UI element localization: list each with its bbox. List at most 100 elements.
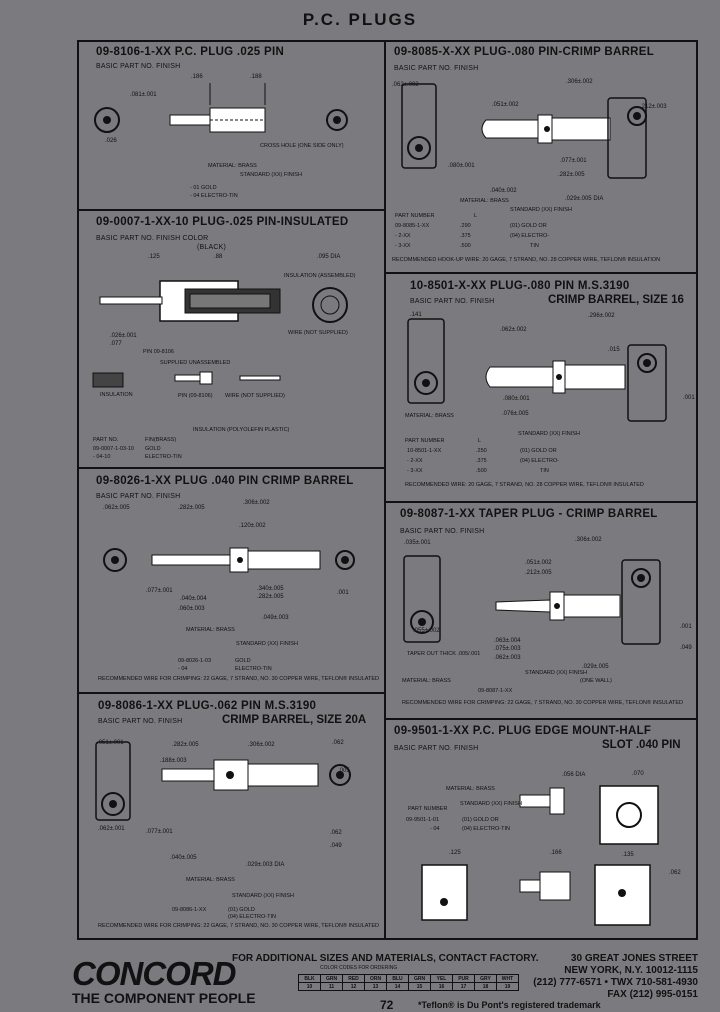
wire-note: RECOMMENDED WIRE: 20 GAGE, 7 STRAND, NO.… bbox=[405, 482, 644, 488]
label: TIN bbox=[540, 468, 549, 474]
label: MATERIAL: BRASS bbox=[402, 678, 451, 684]
basic-part-label: BASIC PART NO. FINISH bbox=[394, 745, 479, 752]
dim-label: .282±.005 bbox=[178, 505, 205, 511]
color-name: BLU bbox=[386, 974, 409, 983]
color-code-table: BLK GRN RED ORN BLU GRN YEL PUR GRY WHT … bbox=[298, 974, 519, 991]
dim-label: .306±.002 bbox=[566, 79, 593, 85]
dim-label: .095 DIA bbox=[317, 254, 341, 260]
dim-label: .062 bbox=[332, 740, 344, 746]
label: WIRE (NOT SUPPLIED) bbox=[288, 330, 348, 336]
dim-label: .166 bbox=[550, 850, 562, 856]
panel-title: 09-8026-1-XX PLUG .040 PIN CRIMP BARREL bbox=[96, 475, 354, 487]
label: L bbox=[474, 213, 478, 219]
label: INSULATION (ASSEMBLED) bbox=[284, 273, 356, 279]
wire-note: RECOMMENDED WIRE FOR CRIMPING: 22 GAGE, … bbox=[98, 923, 380, 929]
basic-part-label: BASIC PART NO. FINISH bbox=[98, 718, 183, 725]
concord-logo: CONCORD bbox=[72, 955, 236, 992]
dim-label: .88 bbox=[214, 254, 223, 260]
color-code: 12 bbox=[342, 982, 365, 991]
label: 09-8085-1-XX bbox=[395, 223, 430, 229]
label: 09-8086-1-XX bbox=[172, 907, 207, 913]
dim-label: .141 bbox=[410, 312, 422, 318]
color-code: 17 bbox=[452, 982, 475, 991]
dim-label: .035±.001 bbox=[404, 540, 431, 546]
drawing-09-8085 bbox=[401, 83, 647, 179]
label: (01) GOLD OR bbox=[510, 223, 547, 229]
color-codes-label: COLOR CODES FOR ORDERING bbox=[320, 965, 398, 971]
label: PIN (09-8106) bbox=[178, 393, 213, 399]
panel-title: 09-9501-1-XX P.C. PLUG EDGE MOUNT-HALF bbox=[394, 725, 652, 737]
label: 09-8026-1-03 bbox=[178, 658, 212, 664]
label: (ONE WALL) bbox=[580, 678, 612, 684]
label: - 04 bbox=[178, 666, 188, 672]
dim-label: .063±.004 bbox=[494, 638, 521, 644]
page-number: 72 bbox=[380, 998, 394, 1012]
dim-label: .080±.001 bbox=[503, 396, 530, 402]
drawing-09-8086 bbox=[95, 741, 351, 821]
basic-part-label: BASIC PART NO. FINISH COLOR bbox=[96, 235, 209, 242]
panel-title: 09-8106-1-XX P.C. PLUG .025 PIN bbox=[96, 46, 285, 58]
divider bbox=[385, 718, 698, 720]
color-name: GRN bbox=[408, 974, 431, 983]
dim-label: .077±.001 bbox=[146, 829, 173, 835]
divider bbox=[385, 272, 698, 274]
panel-title: 09-8087-1-XX TAPER PLUG - CRIMP BARREL bbox=[400, 508, 658, 520]
color-code: 15 bbox=[408, 982, 431, 991]
dim-label: .077±.001 bbox=[146, 588, 173, 594]
label: FIN(BRASS) bbox=[145, 437, 177, 443]
drawing-09-0007 bbox=[92, 280, 348, 388]
label: STANDARD (XX) FINISH bbox=[525, 670, 587, 676]
teflon-note: *Teflon® is Du Pont's registered tradema… bbox=[418, 1000, 601, 1010]
label: STANDARD (XX) FINISH bbox=[460, 801, 522, 807]
panel-subtitle: SLOT .040 PIN bbox=[602, 739, 681, 751]
label: - 3-XX bbox=[395, 243, 411, 249]
color-code: 19 bbox=[496, 982, 519, 991]
dim-label: .049 bbox=[330, 843, 342, 849]
dim-label: .076±.005 bbox=[502, 411, 529, 417]
label: (01) GOLD OR bbox=[462, 817, 499, 823]
page-title: P.C. PLUGS bbox=[302, 10, 418, 29]
label: PART NUMBER bbox=[405, 438, 445, 444]
drawing-10-8501 bbox=[407, 318, 667, 422]
wire-note: RECOMMENDED WIRE FOR CRIMPING: 22 GAGE, … bbox=[402, 700, 684, 706]
label: CROSS HOLE (ONE SIDE ONLY) bbox=[260, 143, 344, 149]
panel-title: 09-0007-1-XX-10 PLUG-.025 PIN-INSULATED bbox=[96, 216, 349, 228]
dim-label: .188±.003 bbox=[160, 758, 187, 764]
dim-label: .125 bbox=[449, 850, 461, 856]
dim-label: .120±.002 bbox=[239, 523, 266, 529]
dim-label: .282±.005 bbox=[172, 742, 199, 748]
label: PART NO. bbox=[93, 437, 119, 443]
label: STANDARD (XX) FINISH bbox=[240, 172, 302, 178]
panel-title: 10-8501-X-XX PLUG-.080 PIN M.S.3190 bbox=[410, 280, 630, 292]
dim-label: .080±.001 bbox=[448, 163, 475, 169]
label: (01) GOLD bbox=[228, 907, 255, 913]
dim-label: .212±.003 bbox=[640, 104, 667, 110]
dim-label: .029±.003 DIA bbox=[246, 862, 285, 868]
label: MATERIAL: BRASS bbox=[186, 627, 235, 633]
dim-label: .125 bbox=[148, 254, 160, 260]
label: PIN 09-8106 bbox=[143, 349, 174, 355]
label: - 04 bbox=[430, 826, 440, 832]
color-name: GRY bbox=[474, 974, 497, 983]
dim-label: .062±.002 bbox=[500, 327, 527, 333]
dim-label: .040±.005 bbox=[170, 855, 197, 861]
dim-label: .051±.002 bbox=[525, 560, 552, 566]
label: STANDARD (XX) FINISH bbox=[510, 207, 572, 213]
divider bbox=[385, 501, 698, 503]
panel-subtitle: CRIMP BARREL, SIZE 16 bbox=[548, 294, 684, 306]
label: .290 bbox=[460, 223, 471, 229]
divider bbox=[77, 209, 385, 211]
dim-label: .062±.002 bbox=[392, 82, 419, 88]
drawing-09-8106 bbox=[94, 83, 348, 133]
basic-part-label: BASIC PART NO. FINISH bbox=[96, 63, 181, 70]
dim-label: .029±.005 bbox=[582, 664, 609, 670]
label: STANDARD (XX) FINISH bbox=[518, 431, 580, 437]
dim-label: .081±.001 bbox=[130, 92, 157, 98]
color-code: 14 bbox=[386, 982, 409, 991]
dim-label: .015 bbox=[608, 347, 620, 353]
dim-label: .029±.005 DIA bbox=[565, 196, 604, 202]
sizes-note: FOR ADDITIONAL SIZES AND MATERIALS, CONT… bbox=[232, 953, 539, 964]
label: PART NUMBER bbox=[395, 213, 435, 219]
color-label: (BLACK) bbox=[197, 244, 227, 251]
label: 09-0007-1-03-10 bbox=[93, 446, 134, 452]
